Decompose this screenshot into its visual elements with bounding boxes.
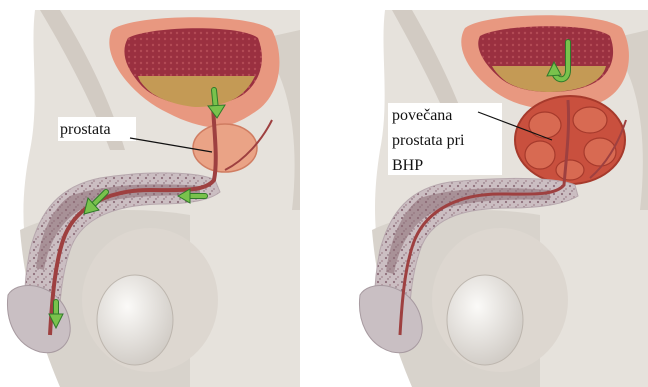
prostate-normal — [193, 124, 257, 172]
label-line-1: povečana — [392, 107, 452, 124]
testis — [447, 275, 523, 365]
prostate-enlarged — [515, 96, 625, 184]
label-line-2: prostata pri — [392, 132, 465, 149]
label-line-3: BHP — [392, 157, 423, 174]
label-prostata: prostata — [60, 121, 111, 138]
panel-enlarged: povečana prostata pri BHP — [359, 10, 648, 387]
testis — [97, 275, 173, 365]
panel-normal: prostata — [7, 10, 300, 387]
